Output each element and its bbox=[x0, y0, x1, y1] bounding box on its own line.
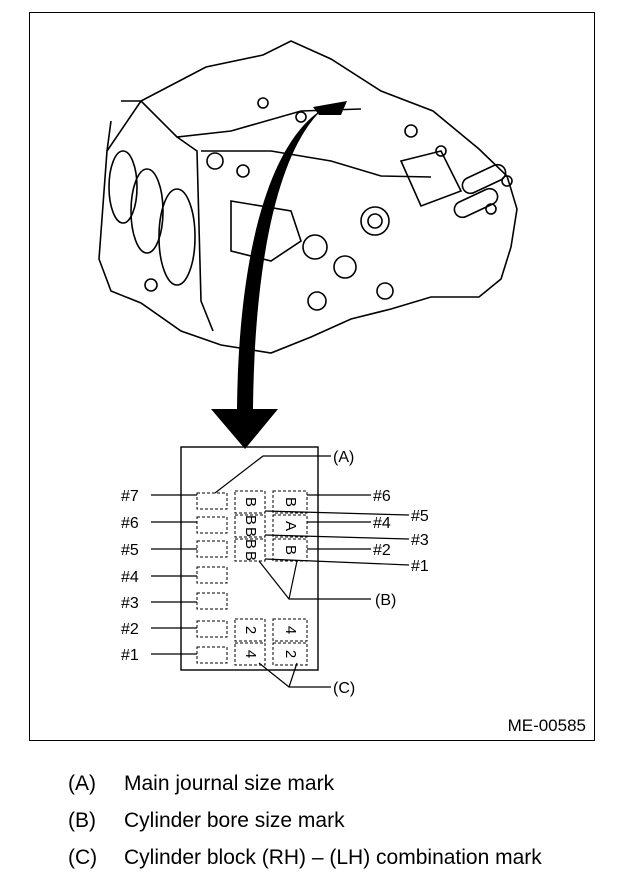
leader-lines bbox=[151, 455, 410, 688]
label-plate bbox=[180, 446, 319, 671]
legend-item: (B) Cylinder bore size mark bbox=[68, 809, 345, 833]
bore-mark: B bbox=[282, 497, 299, 507]
right-label: #1 bbox=[411, 558, 429, 575]
pointing-arrow bbox=[211, 109, 323, 449]
callout-c: (C) bbox=[333, 680, 355, 697]
left-column-boxes bbox=[196, 492, 228, 664]
combination-mark: 4 bbox=[282, 626, 299, 634]
left-label: #3 bbox=[121, 595, 139, 612]
combination-mark: 2 bbox=[282, 650, 299, 658]
journal-mark: A bbox=[282, 521, 299, 531]
left-label: #2 bbox=[121, 621, 139, 638]
combination-mark: 4 bbox=[242, 650, 259, 658]
callout-a: (A) bbox=[333, 449, 354, 466]
right-label: #6 bbox=[373, 488, 391, 505]
left-label: #7 bbox=[121, 488, 139, 505]
bore-mark: B bbox=[242, 497, 259, 507]
bore-mark: B bbox=[242, 515, 259, 525]
legend-text: Cylinder block (RH) – (LH) combination m… bbox=[124, 846, 542, 869]
right-label: #4 bbox=[373, 515, 391, 532]
figure-id: ME-00585 bbox=[507, 716, 586, 735]
combination-mark: 2 bbox=[242, 626, 259, 634]
bore-mark: B bbox=[242, 551, 259, 561]
bore-mark: B bbox=[242, 539, 259, 549]
left-label: #5 bbox=[121, 542, 139, 559]
right-label: #5 bbox=[411, 508, 429, 525]
legend-key: (A) bbox=[68, 772, 96, 795]
legend-item: (A) Main journal size mark bbox=[68, 772, 334, 796]
left-label: #1 bbox=[121, 647, 139, 664]
legend-key: (C) bbox=[68, 846, 98, 869]
mark-location-highlight bbox=[313, 101, 347, 115]
left-label: #4 bbox=[121, 569, 139, 586]
figure-frame: B B B B B B A B 2 4 4 2 (A) ( bbox=[29, 12, 595, 741]
legend-key: (B) bbox=[68, 809, 96, 832]
bore-mark-boxes bbox=[234, 490, 308, 666]
right-label: #2 bbox=[373, 542, 391, 559]
legend-text: Main journal size mark bbox=[124, 772, 335, 795]
legend-text: Cylinder bore size mark bbox=[124, 809, 345, 832]
bore-mark: B bbox=[242, 527, 259, 537]
left-label: #6 bbox=[121, 515, 139, 532]
callout-b: (B) bbox=[375, 592, 396, 609]
bore-mark: B bbox=[282, 545, 299, 555]
engine-block-illustration bbox=[98, 40, 518, 354]
right-label: #3 bbox=[411, 532, 429, 549]
legend-item: (C) Cylinder block (RH) – (LH) combinatio… bbox=[68, 846, 542, 870]
diagram: B B B B B B A B 2 4 4 2 (A) ( bbox=[98, 40, 518, 697]
